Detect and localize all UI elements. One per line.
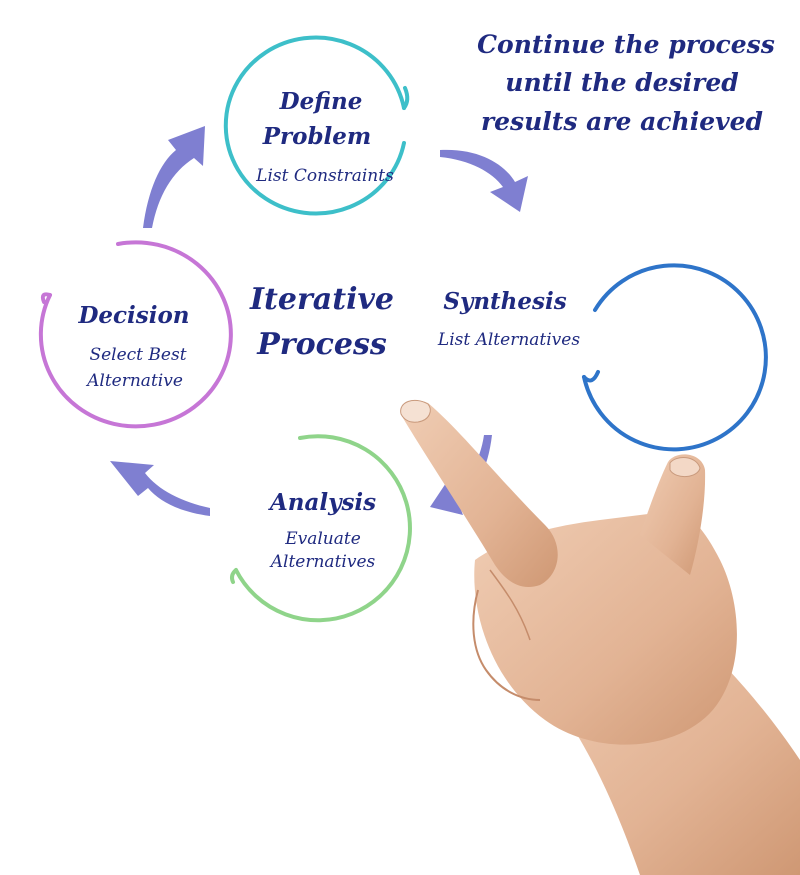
hand-curled-fingers bbox=[472, 589, 541, 701]
hand-finger-crease bbox=[489, 569, 531, 641]
synthesis-circle-tail bbox=[582, 370, 600, 383]
define-circle-tail bbox=[402, 86, 410, 110]
hand-thumb bbox=[640, 454, 706, 575]
synthesis-sub-1: List Alternatives bbox=[437, 330, 580, 350]
arrow-analysis-to-decision bbox=[110, 461, 210, 516]
stage-define-problem: Define Problem List Constraints bbox=[223, 35, 410, 216]
note-text: Continue the process until the desired r… bbox=[477, 30, 775, 136]
define-title-1: Define bbox=[279, 88, 363, 115]
define-circle bbox=[223, 35, 406, 216]
index-fingernail bbox=[400, 399, 431, 423]
center-line-1: Iterative bbox=[249, 282, 394, 317]
stage-synthesis: Synthesis List Alternatives bbox=[437, 263, 768, 452]
stage-analysis: Analysis Evaluate Alternatives bbox=[230, 434, 412, 623]
center-line-2: Process bbox=[256, 327, 387, 362]
analysis-sub-1: Evaluate bbox=[284, 529, 361, 549]
analysis-circle bbox=[234, 434, 412, 623]
decision-circle bbox=[38, 240, 233, 429]
analysis-circle-tail bbox=[230, 568, 238, 584]
analysis-sub-2: Alternatives bbox=[269, 552, 376, 572]
note-line-3: results are achieved bbox=[481, 107, 763, 136]
thumbnail bbox=[669, 457, 701, 477]
decision-sub-1: Select Best bbox=[89, 345, 186, 365]
note-line-2: until the desired bbox=[505, 68, 738, 97]
decision-title-1: Decision bbox=[77, 302, 189, 329]
center-label: Iterative Process bbox=[249, 282, 394, 362]
hand-index-finger bbox=[401, 400, 558, 588]
arrow-decision-to-define bbox=[143, 126, 205, 228]
decision-circle-tail bbox=[40, 292, 52, 304]
decision-sub-2: Alternative bbox=[85, 371, 183, 391]
pointing-hand-illustration bbox=[400, 399, 800, 875]
arrow-define-to-synthesis bbox=[440, 149, 528, 212]
define-sub-1: List Constraints bbox=[255, 166, 394, 186]
arrow-synthesis-to-analysis bbox=[430, 435, 492, 515]
define-title-2: Problem bbox=[262, 123, 372, 150]
cycle-arrows bbox=[110, 126, 528, 516]
stage-decision: Decision Select Best Alternative bbox=[38, 240, 233, 429]
analysis-title-1: Analysis bbox=[268, 489, 376, 516]
note-line-1: Continue the process bbox=[477, 30, 775, 59]
synthesis-title-1: Synthesis bbox=[443, 288, 566, 315]
synthesis-circle bbox=[582, 263, 768, 452]
